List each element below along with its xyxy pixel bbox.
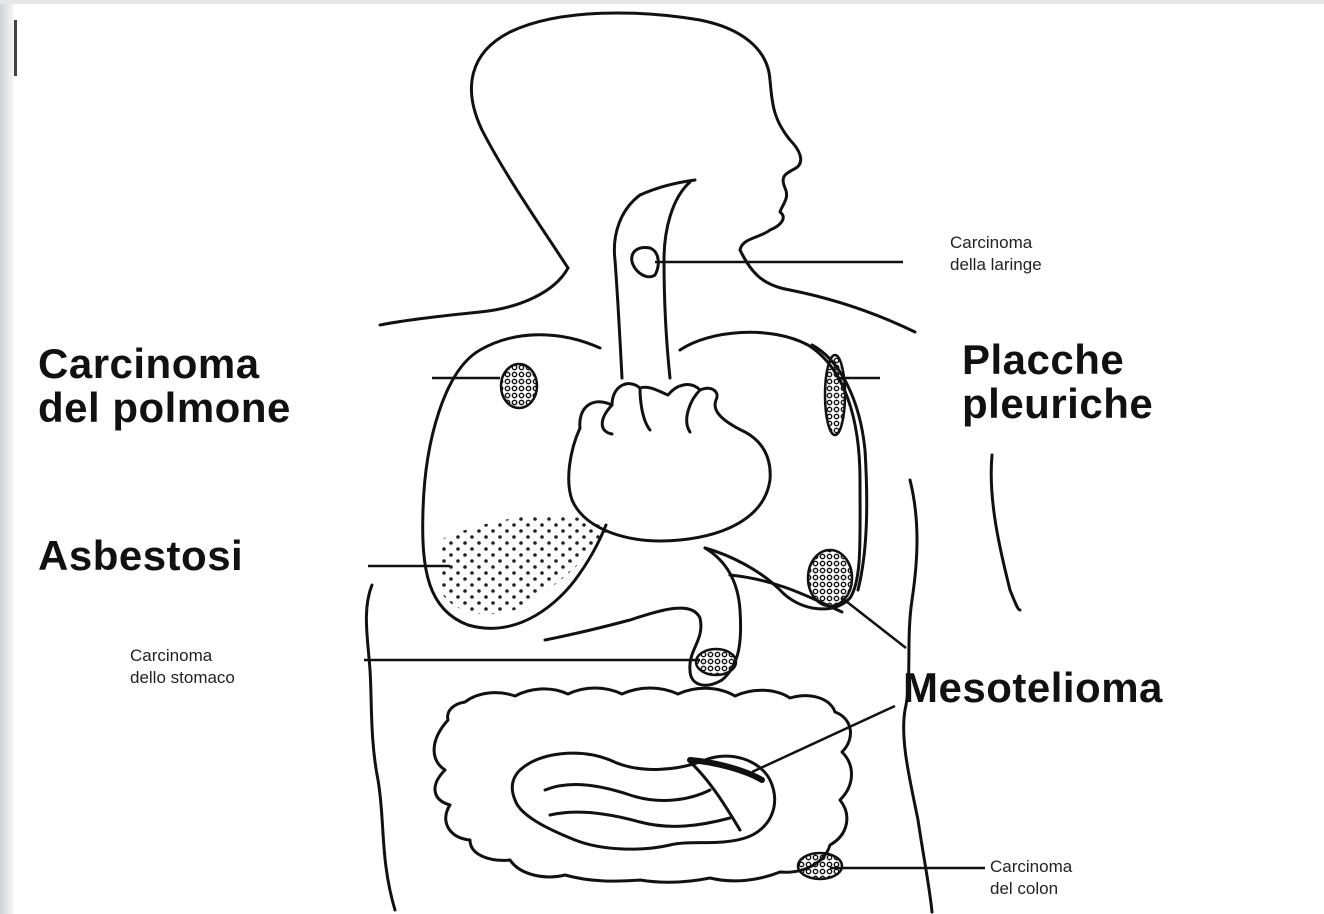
label-carcinoma-colon: Carcinoma del colon (990, 856, 1072, 900)
label-line: Carcinoma (130, 645, 235, 667)
label-mesotelioma: Mesotelioma (903, 666, 1163, 710)
leader-mesotelioma-1 (842, 598, 906, 648)
mesothelioma-nodule (808, 550, 852, 606)
label-line: Carcinoma (38, 342, 291, 386)
label-line: Carcinoma (990, 856, 1072, 878)
asbestosis-region (440, 515, 608, 614)
head-outline (471, 13, 800, 268)
stomach-tumour (696, 649, 736, 675)
label-asbestosi: Asbestosi (38, 534, 243, 578)
label-line: del polmone (38, 386, 291, 430)
lung-tumour (501, 364, 537, 408)
right-arm-line (991, 455, 1020, 610)
label-line: dello stomaco (130, 667, 235, 689)
label-carcinoma-polmone: Carcinoma del polmone (38, 342, 291, 430)
colon-tumour (798, 853, 842, 879)
label-line: del colon (990, 878, 1072, 900)
neck-back (380, 268, 568, 325)
leader-mesotelioma-2 (752, 706, 895, 772)
label-line: Placche (962, 338, 1153, 382)
label-line: pleuriche (962, 382, 1153, 426)
torso-left-side (366, 585, 395, 910)
label-placche-pleuriche: Placche pleuriche (962, 338, 1153, 426)
label-carcinoma-stomaco: Carcinoma dello stomaco (130, 645, 235, 689)
trachea-right (664, 182, 690, 378)
pleural-plaque-1 (825, 355, 845, 435)
label-line: Carcinoma (950, 232, 1042, 254)
heart (569, 384, 770, 541)
label-carcinoma-laringe: Carcinoma della laringe (950, 232, 1042, 276)
trachea (614, 195, 640, 378)
larynx-nodule (632, 248, 659, 277)
label-line: della laringe (950, 254, 1042, 276)
large-intestine (434, 688, 851, 882)
